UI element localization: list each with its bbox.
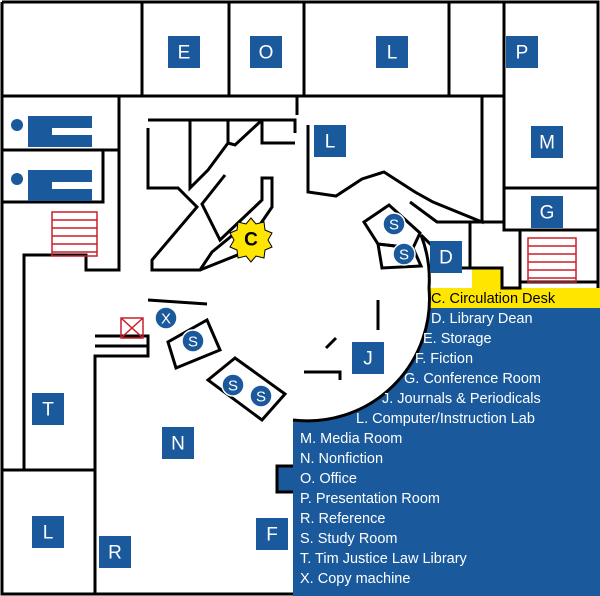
room-label-o[interactable]: O: [250, 36, 282, 68]
copy-machine-marker[interactable]: X: [154, 306, 178, 330]
room-label-l-top[interactable]: L: [376, 36, 408, 68]
legend-entry: E. Storage: [423, 331, 492, 347]
room-label-l-lab[interactable]: L: [314, 125, 346, 157]
legend-entry: P. Presentation Room: [300, 491, 440, 507]
legend-entry: N. Nonfiction: [300, 451, 383, 467]
study-room-marker[interactable]: S: [249, 384, 273, 408]
legend-entry: R. Reference: [300, 511, 385, 527]
room-label-p[interactable]: P: [506, 36, 538, 68]
marker-text: S: [228, 378, 238, 395]
room-label-text: D: [439, 248, 453, 269]
room-label-t[interactable]: T: [32, 393, 64, 425]
circulation-highlight: [429, 288, 600, 308]
circulation-desk-label: C: [244, 230, 258, 251]
room-label-m[interactable]: M: [531, 126, 563, 158]
legend-entry: G. Conference Room: [404, 371, 541, 387]
room-label-text: L: [43, 523, 54, 544]
legend-entry: M. Media Room: [300, 431, 402, 447]
room-label-j[interactable]: J: [352, 342, 384, 374]
room-label-l-law[interactable]: L: [32, 516, 64, 548]
room-label-text: P: [516, 43, 529, 64]
circulation-bump: [472, 268, 502, 288]
room-label-text: O: [259, 43, 274, 64]
room-label-text: T: [42, 400, 54, 421]
stairs-icon: [527, 237, 577, 283]
marker-text: S: [188, 334, 198, 351]
stairs-icon: [51, 211, 98, 257]
room-label-text: M: [539, 133, 555, 154]
room-label-text: G: [540, 203, 555, 224]
marker-text: X: [161, 311, 171, 328]
room-label-g[interactable]: G: [531, 196, 563, 228]
room-label-r[interactable]: R: [99, 536, 131, 568]
study-room-marker[interactable]: S: [221, 373, 245, 397]
legend-entry: D. Library Dean: [431, 311, 533, 327]
room-label-f[interactable]: F: [256, 518, 288, 550]
legend-entry: O. Office: [300, 471, 357, 487]
room-label-text: E: [178, 43, 191, 64]
study-room-marker[interactable]: S: [181, 329, 205, 353]
circulation-desk-marker[interactable]: C: [229, 217, 273, 263]
marker-text: S: [389, 217, 399, 234]
legend-entry: L. Computer/Instruction Lab: [356, 411, 535, 427]
room-label-text: F: [266, 525, 278, 546]
legend-entry: T. Tim Justice Law Library: [300, 551, 468, 567]
copier-icon: [120, 317, 144, 339]
room-label-text: R: [108, 543, 122, 564]
legend-entry: C. Circulation Desk: [431, 291, 556, 307]
study-room-marker[interactable]: S: [382, 212, 406, 236]
map-legend: C. Circulation Desk D. Library Dean E. Sto…: [300, 291, 556, 587]
room-label-e[interactable]: E: [168, 36, 200, 68]
restroom-men-icon: [11, 170, 92, 201]
legend-entry: X. Copy machine: [300, 571, 410, 587]
legend-panel: [277, 288, 600, 596]
room-label-d[interactable]: D: [430, 241, 462, 273]
marker-text: S: [256, 389, 266, 406]
legend-entry: J. Journals & Periodicals: [382, 391, 541, 407]
room-label-text: N: [171, 434, 185, 455]
marker-text: S: [399, 247, 409, 264]
restroom-men-icon: [11, 116, 92, 147]
room-label-text: L: [387, 43, 398, 64]
room-label-text: J: [363, 349, 373, 370]
room-label-n[interactable]: N: [162, 427, 194, 459]
legend-entry: S. Study Room: [300, 531, 398, 547]
study-room-marker[interactable]: S: [392, 242, 416, 266]
legend-entry: F. Fiction: [415, 351, 473, 367]
room-label-text: L: [325, 132, 336, 153]
